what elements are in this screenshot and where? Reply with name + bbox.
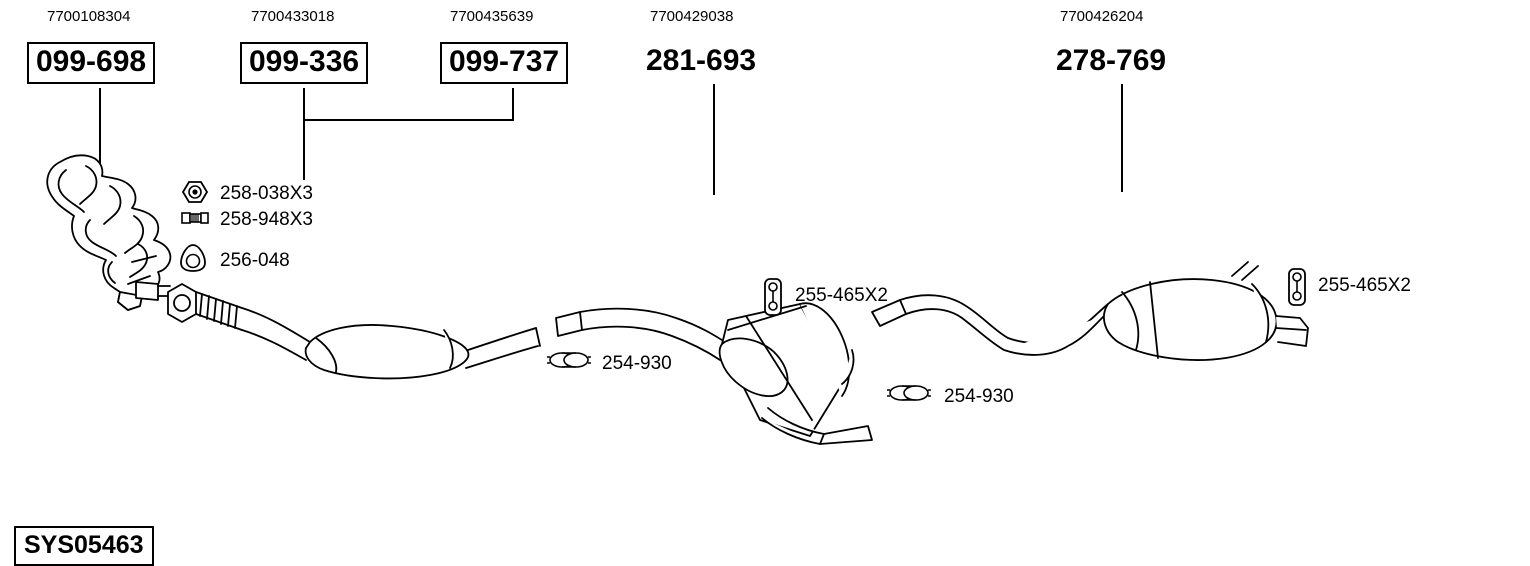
centre-silencer-shape [555, 302, 873, 445]
rear-silencer-shape [871, 261, 1309, 361]
hanger-icon [1284, 268, 1310, 306]
reference-code: 7700426204 [1060, 8, 1144, 25]
front-pipe-catalyst-shape [167, 283, 541, 380]
part-number-278-769: 278-769 [1056, 44, 1167, 77]
reference-code: 7700429038 [650, 8, 734, 25]
reference-code: 7700433018 [251, 8, 335, 25]
hardware-label-254-930-right: 254-930 [944, 386, 1014, 407]
hardware-label-256-048: 256-048 [220, 250, 290, 271]
hanger-icon [760, 278, 786, 316]
hardware-label-258-948X3: 258-948X3 [220, 209, 313, 230]
clamp-icon [886, 381, 932, 405]
reference-code: 7700435639 [450, 8, 534, 25]
part-number-099-737: 099-737 [440, 42, 569, 84]
reference-code: 7700108304 [47, 8, 131, 25]
nut-icon [182, 180, 208, 204]
stud-icon [181, 209, 209, 227]
hardware-label-255-465X2-right: 255-465X2 [1318, 275, 1411, 296]
system-code: SYS05463 [14, 526, 154, 566]
hardware-label-254-930-left: 254-930 [602, 353, 672, 374]
manifold-shape [46, 154, 172, 311]
hardware-label-255-465X2-centre: 255-465X2 [795, 285, 888, 306]
part-number-281-693: 281-693 [646, 44, 757, 77]
clamp-icon [546, 348, 592, 372]
part-number-099-336: 099-336 [240, 42, 369, 84]
gasket-icon [178, 243, 208, 273]
part-number-099-698: 099-698 [27, 42, 156, 84]
hardware-label-258-038X3: 258-038X3 [220, 183, 313, 204]
